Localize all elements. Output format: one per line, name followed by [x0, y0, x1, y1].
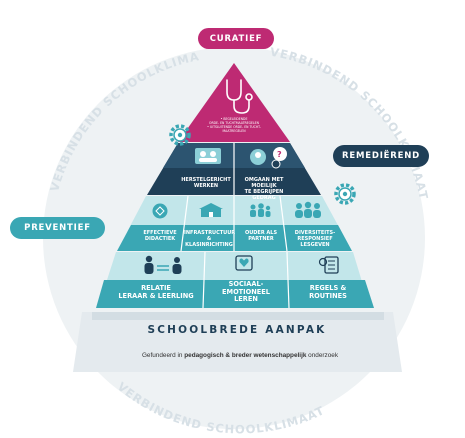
- platform-base: [73, 312, 402, 372]
- gear-icon: [169, 124, 191, 146]
- footer-text: Gefundeerd in pedagogisch & breder weten…: [141, 352, 339, 359]
- heart-hands-icon: [235, 255, 253, 271]
- curatief-label: CURATIEF: [198, 28, 274, 49]
- apex-text: • BEGELEIDENDE ORDE- EN TUCHTMAATREGELEN…: [207, 117, 261, 133]
- platform-top: [92, 312, 384, 320]
- preventief-label: PREVENTIEF: [10, 217, 105, 239]
- tier4-regels: REGELS &ROUTINES: [309, 284, 347, 300]
- group-icon: [295, 201, 321, 218]
- handshake-icon: [195, 148, 221, 164]
- brain-icon: [152, 203, 168, 219]
- tier3-diversiteit: DIVERSITEITS-RESPONSIEF LESGEVEN: [294, 230, 336, 248]
- checklist-icon: [318, 256, 339, 274]
- schoolbrede-aanpak-title: SCHOOLBREDE AANPAK: [147, 324, 327, 336]
- family-icon: [250, 203, 271, 217]
- tier3-infrastructuur: INFRASTRUCTUUR& KLASINRICHTING: [184, 230, 236, 248]
- stethoscope-icon: [226, 79, 253, 114]
- remedierend-label: REMEDIËREND: [333, 145, 429, 167]
- school-icon: [199, 203, 223, 217]
- svg-text:?: ?: [277, 150, 282, 159]
- conversation-icon: ?: [250, 147, 287, 169]
- teacher-student-icon: [144, 255, 182, 274]
- gear-icon: [334, 183, 356, 205]
- tier4-base: [96, 280, 374, 308]
